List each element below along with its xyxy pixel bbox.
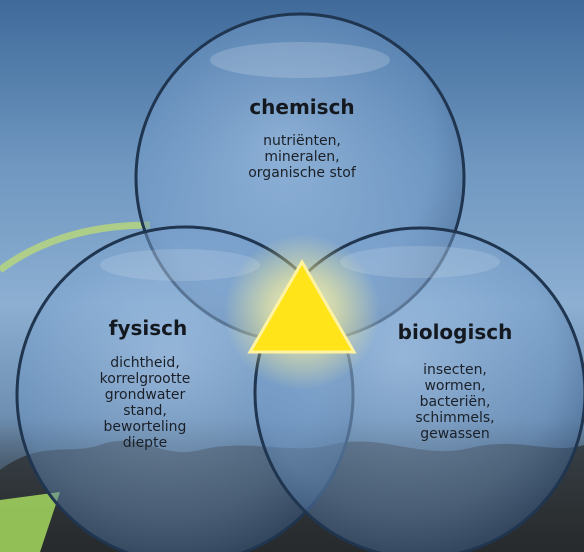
biological-line: insecten, xyxy=(423,362,487,378)
biological-title: biologisch xyxy=(397,320,513,344)
green-arc xyxy=(0,221,151,273)
biological-line: bacteriën, xyxy=(419,394,491,410)
physical-title: fysisch xyxy=(108,316,188,340)
physical-line: korrelgrootte xyxy=(99,371,191,387)
chemical-line: nutriënten, xyxy=(263,133,341,149)
physical-description: dichtheid, korrelgrootte grondwater stan… xyxy=(70,355,220,451)
biological-line: wormen, xyxy=(424,378,486,394)
chemical-description: nutriënten, mineralen, organische stof xyxy=(220,133,384,181)
chemical-title: chemisch xyxy=(249,95,355,119)
green-arrow-icon xyxy=(0,492,60,552)
physical-line: dichtheid, xyxy=(110,355,180,371)
biological-line: gewassen xyxy=(420,426,490,442)
physical-line: diepte xyxy=(122,435,168,451)
highlight xyxy=(340,246,500,278)
biological-line: schimmels, xyxy=(415,410,495,426)
physical-line: grondwater xyxy=(104,387,186,403)
highlight xyxy=(100,249,260,281)
physical-line: stand, xyxy=(123,403,167,419)
chemical-line: organische stof xyxy=(248,165,356,181)
physical-line: beworteling xyxy=(103,419,187,435)
triangle-icon xyxy=(247,259,357,354)
chemical-line: mineralen, xyxy=(264,149,340,165)
biological-description: insecten, wormen, bacteriën, schimmels, … xyxy=(385,362,525,442)
highlight xyxy=(210,42,390,78)
